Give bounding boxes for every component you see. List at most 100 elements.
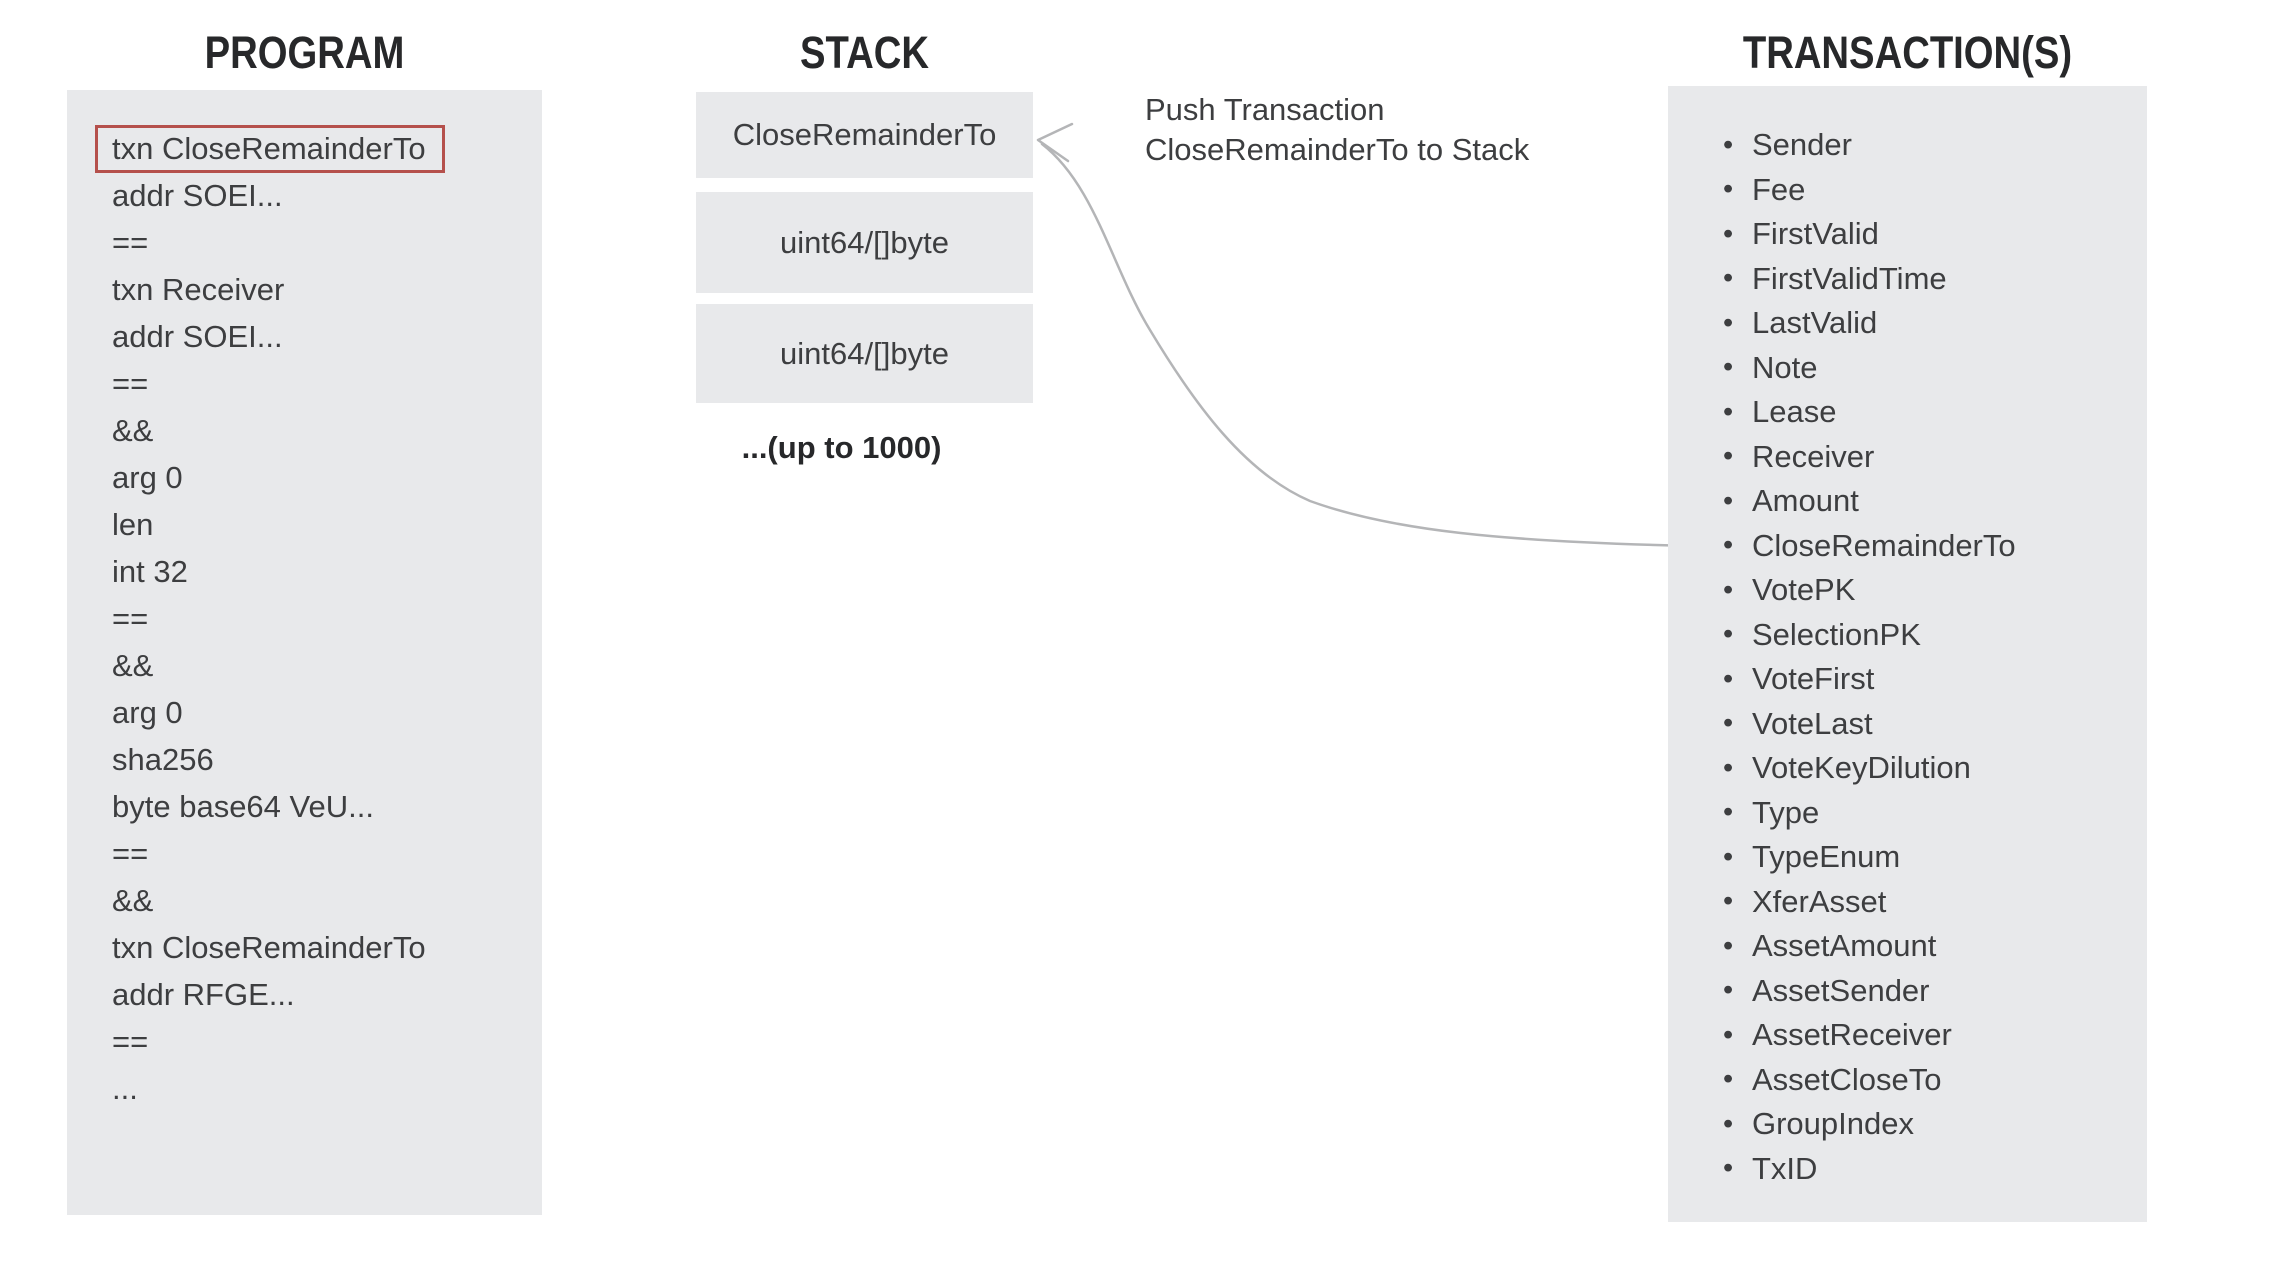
stack-title: STACK <box>800 27 929 78</box>
push-annotation-line-2: CloseRemainderTo to Stack <box>1145 132 1530 167</box>
transaction-field-label: AssetAmount <box>1752 928 1937 964</box>
transaction-field-item: • VotePK <box>1723 568 2016 613</box>
transaction-field-item: • VoteKeyDilution <box>1723 746 2016 791</box>
program-code-line: addr SOEI... <box>112 318 283 354</box>
bullet-icon: • <box>1723 262 1734 295</box>
transaction-field-label: VoteFirst <box>1752 661 1875 697</box>
bullet-icon: • <box>1723 440 1734 473</box>
transaction-field-label: TypeEnum <box>1752 839 1901 875</box>
program-code-line: txn CloseRemainderTo <box>95 124 445 173</box>
push-arrow-head <box>1036 122 1074 163</box>
bullet-icon: • <box>1723 1152 1734 1185</box>
transaction-field-label: FirstValid <box>1752 216 1879 252</box>
bullet-icon: • <box>1723 885 1734 918</box>
transaction-field-item: •SelectionPK <box>1723 613 2016 658</box>
program-code-line: txn Receiver <box>112 271 285 307</box>
bullet-icon: • <box>1723 1107 1734 1140</box>
transaction-field-item: •VoteLast <box>1723 702 2016 747</box>
transaction-field-label: VotePK <box>1752 572 1856 608</box>
stack-item: CloseRemainderTo <box>696 92 1033 178</box>
program-code-line: int 32 <box>112 553 188 589</box>
program-code-line: ... <box>112 1070 138 1106</box>
program-code-line: len <box>112 506 154 542</box>
transaction-field-item: •AssetSender <box>1723 969 2016 1014</box>
transaction-field-label: AssetSender <box>1752 972 1930 1008</box>
program-code-line: addr SOEI... <box>112 177 283 213</box>
program-code-line: txn CloseRemainderTo <box>112 929 426 965</box>
program-title: PROGRAM <box>204 27 405 78</box>
transaction-field-item: • TypeEnum <box>1723 835 2016 880</box>
transaction-field-label: Type <box>1752 794 1820 830</box>
program-code-line: && <box>112 412 154 448</box>
transaction-field-label: XferAsset <box>1752 883 1887 919</box>
transaction-field-item: • VoteFirst <box>1723 657 2016 702</box>
transaction-field-item: • Amount <box>1723 479 2016 524</box>
transaction-field-item: • Type <box>1723 791 2016 836</box>
stack-item: uint64/[]byte <box>696 304 1033 403</box>
transaction-field-item: •AssetReceiver <box>1723 1013 2016 1058</box>
bullet-icon: • <box>1723 529 1734 562</box>
program-code-line: arg 0 <box>112 459 183 495</box>
transaction-field-label: VoteKeyDilution <box>1752 750 1971 786</box>
transaction-field-item: • AssetCloseTo <box>1723 1058 2016 1103</box>
bullet-icon: • <box>1723 306 1734 339</box>
transaction-field-label: SelectionPK <box>1752 616 1921 652</box>
program-code-line: == <box>112 224 149 260</box>
transaction-field-label: Note <box>1752 349 1818 385</box>
transaction-field-item: • CloseRemainderTo <box>1723 524 2016 569</box>
bullet-icon: • <box>1723 173 1734 206</box>
push-annotation-line-1: Push Transaction <box>1145 92 1385 127</box>
transaction-field-label: Amount <box>1752 483 1859 519</box>
transactions-box: • Sender • Fee • FirstValid • FirstValidTime • La… <box>1668 86 2147 1222</box>
transaction-field-label: CloseRemainderTo <box>1752 527 2016 563</box>
bullet-icon: • <box>1723 796 1734 829</box>
stack-item: uint64/[]byte <box>696 192 1033 293</box>
transaction-field-label: LastValid <box>1752 305 1878 341</box>
program-code-line: addr RFGE... <box>112 976 295 1012</box>
transaction-field-item: • Receiver <box>1723 435 2016 480</box>
bullet-icon: • <box>1723 351 1734 384</box>
transaction-field-label: VoteLast <box>1752 705 1873 741</box>
transactions-title: TRANSACTION(S) <box>1742 27 2073 78</box>
stack-overflow-note: ...(up to 1000) <box>741 430 942 465</box>
transaction-field-label: FirstValidTime <box>1752 260 1947 296</box>
transaction-field-list: • Sender • Fee • FirstValid • FirstValidTime • La… <box>1723 123 2016 1191</box>
bullet-icon: • <box>1723 217 1734 250</box>
program-code-line: == <box>112 835 149 871</box>
transaction-field-label: AssetCloseTo <box>1752 1061 1942 1097</box>
transaction-field-label: GroupIndex <box>1752 1106 1914 1142</box>
bullet-icon: • <box>1723 840 1734 873</box>
transaction-field-item: • LastValid <box>1723 301 2016 346</box>
transaction-field-item: • Lease <box>1723 390 2016 435</box>
stack-column: CloseRemainderTo uint64/[]byte uint64/[]by… <box>696 0 1033 1268</box>
transaction-field-label: Lease <box>1752 394 1837 430</box>
transaction-field-label: Receiver <box>1752 438 1875 474</box>
transaction-field-item: • XferAsset <box>1723 880 2016 925</box>
program-code-line: && <box>112 882 154 918</box>
program-box: txn CloseRemainderTo addr SOEI... == txn Re… <box>67 90 542 1215</box>
bullet-icon: • <box>1723 662 1734 695</box>
transaction-field-item: • Note <box>1723 346 2016 391</box>
transaction-field-item: • FirstValid <box>1723 212 2016 257</box>
highlighted-instruction: txn CloseRemainderTo <box>95 124 445 173</box>
transaction-field-item: • GroupIndex <box>1723 1102 2016 1147</box>
program-code-line: == <box>112 1023 149 1059</box>
bullet-icon: • <box>1723 1018 1734 1051</box>
bullet-icon: • <box>1723 573 1734 606</box>
bullet-icon: • <box>1723 395 1734 428</box>
program-code-line: byte base64 VeU... <box>112 788 374 824</box>
program-code-line: arg 0 <box>112 694 183 730</box>
bullet-icon: • <box>1723 484 1734 517</box>
bullet-icon: • <box>1723 1063 1734 1096</box>
bullet-icon: • <box>1723 929 1734 962</box>
program-code-line: == <box>112 600 149 636</box>
program-code-list: txn CloseRemainderTo addr SOEI... == txn Re… <box>95 124 445 1112</box>
transaction-field-label: Fee <box>1752 171 1806 207</box>
transaction-field-label: Sender <box>1752 127 1852 163</box>
push-arrow-curve <box>1040 142 1699 548</box>
program-code-line: == <box>112 365 149 401</box>
transaction-field-item: • AssetAmount <box>1723 924 2016 969</box>
bullet-icon: • <box>1723 751 1734 784</box>
transaction-field-item: • FirstValidTime <box>1723 257 2016 302</box>
